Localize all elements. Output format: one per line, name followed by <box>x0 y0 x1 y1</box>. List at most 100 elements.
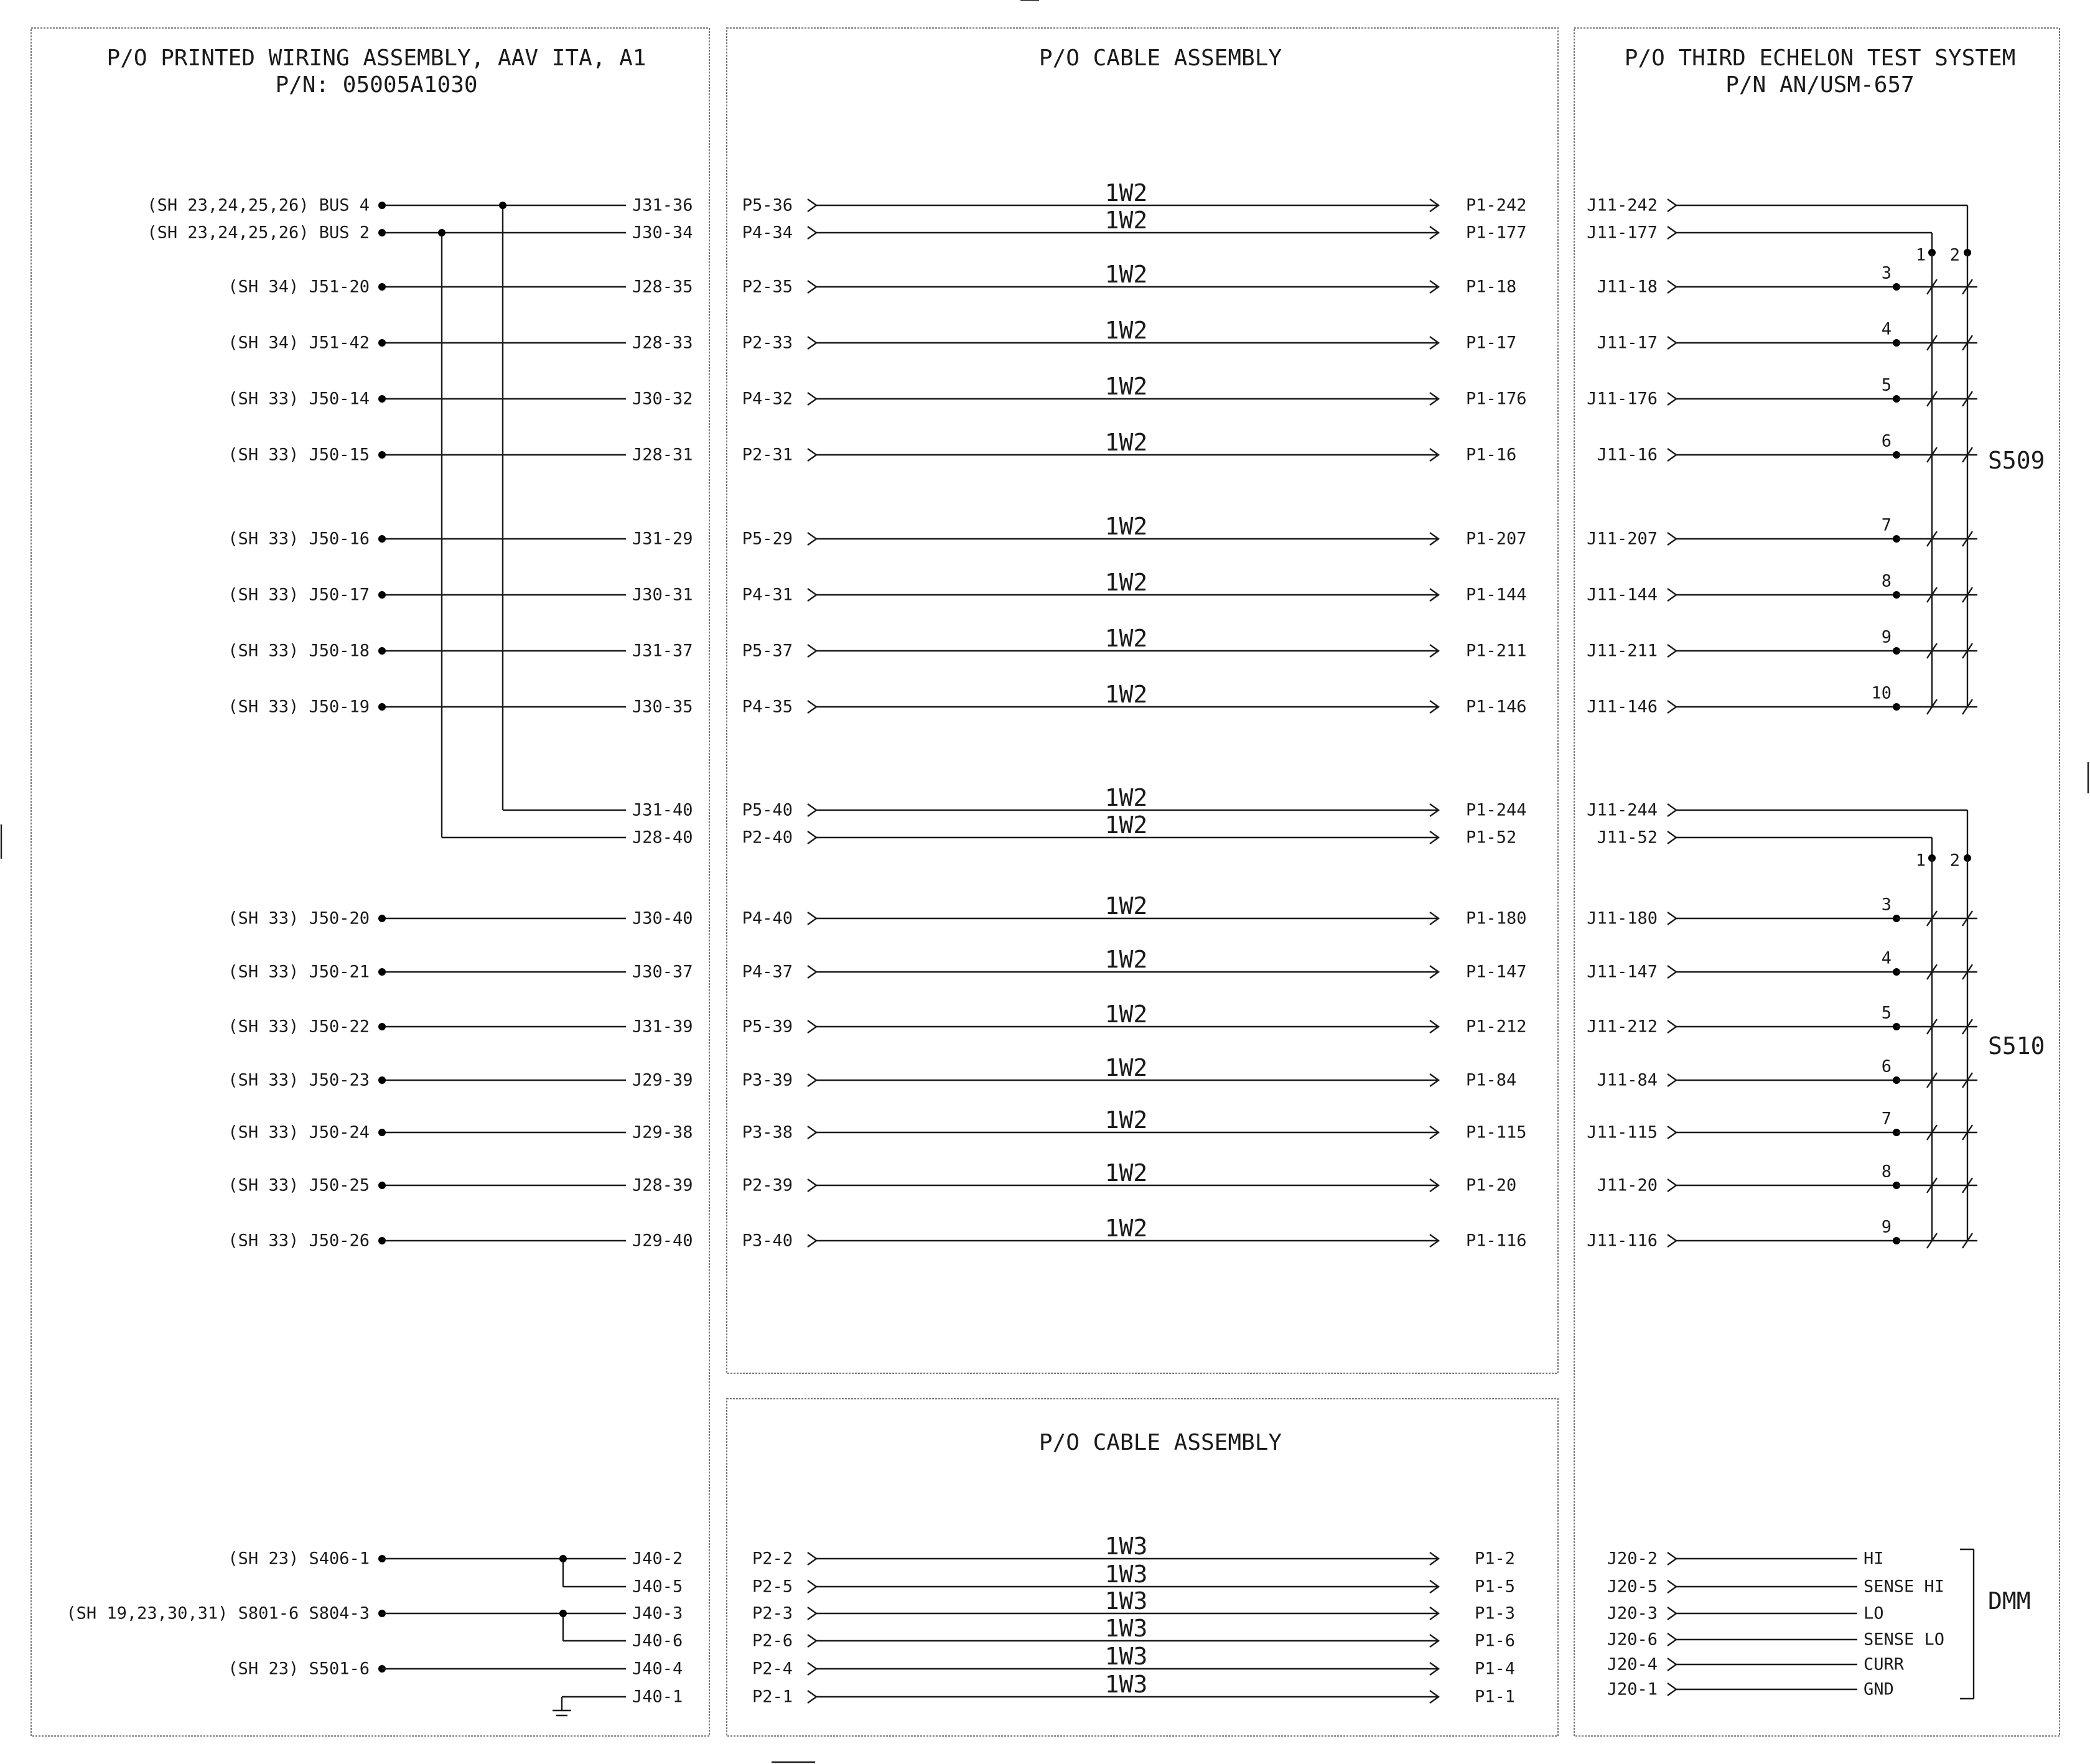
test-title: P/O THIRD ECHELON TEST SYSTEM <box>1625 45 2016 71</box>
cable-source-label: P4-34 <box>742 223 793 243</box>
cable-source-label: P5-29 <box>742 530 793 549</box>
switch-s509-wafer-tick-icon <box>1926 643 1938 659</box>
switch-s510-position-pin-number: 6 <box>1882 1057 1892 1076</box>
switch-s509-wafer-tick-icon <box>1962 279 1973 295</box>
cable2-dest-chevron-icon <box>1429 1607 1440 1620</box>
pwa-bottom-source-label: (SH 23) S406-1 <box>228 1549 370 1569</box>
cable-source-chevron-icon <box>807 644 818 658</box>
switch-s509-wafer-tick-icon <box>1962 531 1973 547</box>
test-part-number: P/N AN/USM-657 <box>1725 72 1914 98</box>
pwa-connector-label: J30-40 <box>632 909 693 928</box>
switch-s509-port-chevron-icon <box>1667 644 1678 658</box>
pwa-source-label: (SH 33) J50-25 <box>228 1176 370 1195</box>
dmm-signal-label: SENSE HI <box>1864 1577 1944 1597</box>
switch-s510-wafer-tick-icon <box>1962 1072 1973 1088</box>
cable2-source-label: P2-6 <box>752 1631 793 1651</box>
cable2-source-chevron-icon <box>807 1552 818 1566</box>
dmm-port-label: J20-2 <box>1607 1549 1658 1569</box>
switch-s510-port-chevron-icon <box>1667 1020 1678 1034</box>
cable-source-chevron-icon <box>807 1234 818 1248</box>
dmm-port-label: J20-6 <box>1607 1630 1658 1650</box>
cable-source-chevron-icon <box>807 831 818 844</box>
switch-s510-position-pin-number: 7 <box>1882 1109 1892 1129</box>
switch-s509-port-chevron-icon <box>1667 198 1678 212</box>
switch-s510-position-pin-number: 9 <box>1882 1218 1892 1237</box>
cable-wire-label: 1W2 <box>1105 681 1148 708</box>
switch-s509-position-pin-number: 3 <box>1882 264 1892 283</box>
cable-dest-label: P1-211 <box>1466 642 1527 661</box>
cable-source-label: P2-33 <box>742 334 793 353</box>
cable-source-chevron-icon <box>807 198 818 212</box>
switch-s509-common-port-label: J11-177 <box>1587 223 1658 243</box>
cable-wire-label: 1W2 <box>1105 1159 1148 1187</box>
dmm-port-chevron-icon <box>1667 1658 1678 1671</box>
switch-s510-port-chevron-icon <box>1667 1073 1678 1087</box>
pwa-connector-label: J30-35 <box>632 698 693 717</box>
dmm-port-chevron-icon <box>1667 1633 1678 1646</box>
switch-s510-common-pin-number: 1 <box>1916 851 1926 870</box>
dmm-port-chevron-icon <box>1667 1580 1678 1594</box>
cable-source-label: P4-35 <box>742 698 793 717</box>
cable-dest-label: P1-242 <box>1466 196 1527 215</box>
pwa-bottom-connector-label: J40-2 <box>632 1549 683 1569</box>
switch-s509-position-pin-number: 10 <box>1871 684 1892 703</box>
pwa-connector-label: J30-34 <box>632 223 693 243</box>
pwa-connector-label: J31-39 <box>632 1017 693 1037</box>
switch-s509-position-pin-number: 7 <box>1882 516 1892 535</box>
cable-wire-label: 1W2 <box>1105 946 1148 973</box>
cable-dest-label: P1-244 <box>1466 801 1527 820</box>
pwa-terminal-dot <box>378 647 386 655</box>
cable-dest-chevron-icon <box>1429 532 1440 546</box>
cable-dest-chevron-icon <box>1429 1178 1440 1192</box>
pwa-bottom-source-label: (SH 19,23,30,31) S801-6 S804-3 <box>66 1604 370 1623</box>
cable2-wire-label: 1W3 <box>1105 1533 1148 1560</box>
pwa-source-label: (SH 33) J50-26 <box>228 1231 370 1251</box>
switch-s510-common-port-label: J11-244 <box>1587 801 1658 820</box>
pwa-connector-label: J31-29 <box>632 530 693 549</box>
switch-s510-wafer-tick-icon <box>1926 1072 1938 1088</box>
cable-source-label: P5-36 <box>742 196 793 215</box>
switch-s509-position-pin-number: 9 <box>1882 628 1892 647</box>
dmm-port-chevron-icon <box>1667 1552 1678 1566</box>
cable-wire-label: 1W2 <box>1105 179 1148 207</box>
switch-s510-wafer-tick-icon <box>1926 1233 1938 1249</box>
switch-s509-port-label: J11-16 <box>1597 446 1658 465</box>
switch-s509-wafer-tick-icon <box>1962 447 1973 463</box>
cable-dest-chevron-icon <box>1429 392 1440 406</box>
pwa-terminal-dot <box>378 451 386 459</box>
cable-dest-label: P1-18 <box>1466 278 1516 297</box>
pwa-connector-label: J29-38 <box>632 1123 693 1142</box>
cable-source-chevron-icon <box>807 448 818 462</box>
pwa-terminal-dot <box>378 1237 386 1244</box>
bus4-junction-dot <box>499 202 506 209</box>
cable-dest-chevron-icon <box>1429 912 1440 925</box>
pwa-source-label: (SH 33) J50-21 <box>228 963 370 982</box>
cable-dest-label: P1-207 <box>1466 530 1527 549</box>
switch-s509-wafer-tick-icon <box>1926 391 1938 407</box>
pwa-title: P/O PRINTED WIRING ASSEMBLY, AAV ITA, A1 <box>107 45 646 71</box>
cable-dest-label: P1-17 <box>1466 334 1516 353</box>
pwa-terminal-dot <box>378 339 386 347</box>
cable2-wire-label: 1W3 <box>1105 1615 1148 1642</box>
switch-s510-common-port-label: J11-52 <box>1597 828 1658 847</box>
cable2-title: P/O CABLE ASSEMBLY <box>1039 1430 1282 1455</box>
panel-test-border <box>1574 27 2060 1737</box>
pwa-terminal-dot <box>378 395 386 403</box>
switch-s509-port-label: J11-17 <box>1597 334 1658 353</box>
cable-wire-label: 1W2 <box>1105 373 1148 400</box>
pwa-bottom-connector-label: J40-6 <box>632 1631 683 1651</box>
cable2-source-label: P2-2 <box>752 1549 793 1569</box>
cable2-source-label: P2-3 <box>752 1604 793 1623</box>
switch-s510-port-chevron-icon <box>1667 831 1678 844</box>
panel-cable-border <box>726 27 1559 1374</box>
switch-s510-wafer-tick-icon <box>1962 1177 1973 1193</box>
cable2-source-label: P2-5 <box>752 1577 793 1597</box>
switch-s510-port-chevron-icon <box>1667 912 1678 925</box>
cable-dest-chevron-icon <box>1429 803 1440 817</box>
cable-wire-label: 1W2 <box>1105 569 1148 596</box>
pwa-source-label: (SH 33) J50-23 <box>228 1071 370 1090</box>
cable2-source-chevron-icon <box>807 1662 818 1676</box>
